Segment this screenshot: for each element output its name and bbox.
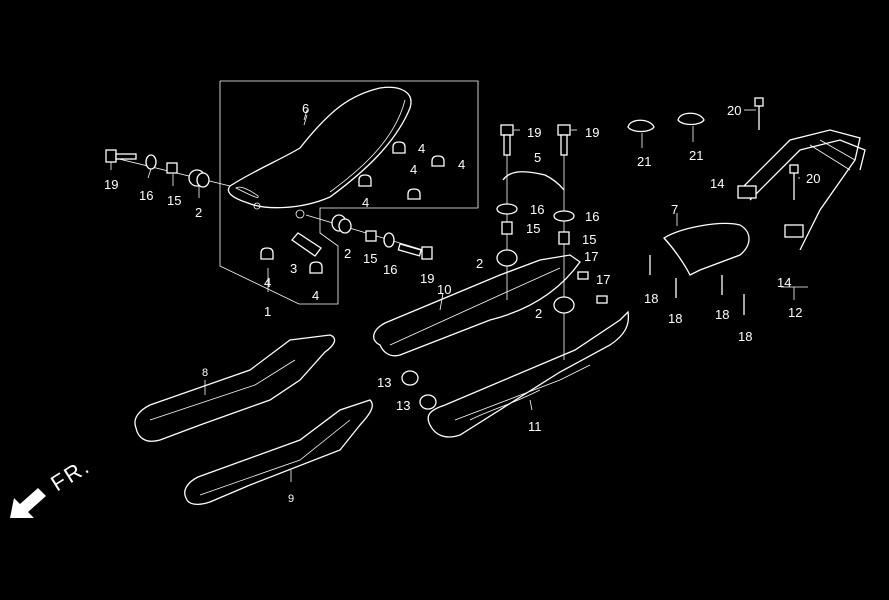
plate-part-3 [291, 232, 322, 257]
callout-16: 16 [530, 202, 545, 217]
callout-4: 4 [264, 275, 272, 290]
callout-21: 21 [689, 148, 704, 163]
frame-cover-part-8 [134, 334, 336, 442]
callout-20: 20 [727, 103, 742, 118]
ring-13a [401, 370, 419, 386]
callout-15: 15 [582, 232, 597, 247]
callout-18: 18 [738, 329, 753, 344]
rear-carrier-part-12 [737, 97, 866, 251]
callout-8: 8 [202, 367, 209, 379]
callout-1: 1 [264, 304, 272, 319]
callout-14: 14 [777, 275, 792, 290]
right-fastener-stack [305, 214, 433, 260]
callout-15: 15 [167, 193, 182, 208]
callout-20: 20 [806, 171, 821, 186]
center-fastener-stacks [496, 124, 608, 360]
callout-3: 3 [290, 261, 298, 276]
callout-5: 5 [534, 150, 542, 165]
callout-15: 15 [363, 251, 378, 266]
screws-part-18 [649, 255, 745, 315]
callout-13: 13 [396, 398, 411, 413]
callout-21: 21 [637, 154, 652, 169]
callout-4: 4 [410, 162, 418, 177]
callout-2: 2 [476, 256, 484, 271]
callout-4: 4 [312, 288, 320, 303]
side-cover-part-10 [373, 254, 581, 357]
callout-4: 4 [458, 157, 466, 172]
seat-assembly-bracket [219, 80, 479, 305]
frame-cover-part-9 [184, 399, 373, 505]
callout-2: 2 [535, 306, 543, 321]
callout-16: 16 [139, 188, 154, 203]
callout-9: 9 [288, 493, 295, 505]
ring-13b [419, 394, 437, 410]
callout-4: 4 [362, 195, 370, 210]
callout-2: 2 [195, 205, 203, 220]
callout-17: 17 [596, 272, 611, 287]
callout-18: 18 [715, 307, 730, 322]
seat-part-6 [227, 86, 412, 219]
callout-19: 19 [420, 271, 435, 286]
callout-19: 19 [585, 125, 600, 140]
callout-13: 13 [377, 375, 392, 390]
callout-6: 6 [302, 101, 310, 116]
arrow-down-left-icon [10, 488, 46, 518]
callout-16: 16 [383, 262, 398, 277]
callout-19: 19 [527, 125, 542, 140]
callout-19: 19 [104, 177, 119, 192]
callout-4: 4 [418, 141, 426, 156]
leader-lines [110, 109, 808, 482]
callout-7: 7 [671, 202, 679, 217]
callout-10: 10 [437, 282, 452, 297]
callout-18: 18 [644, 291, 659, 306]
callout-12: 12 [788, 305, 803, 320]
callout-18: 18 [668, 311, 683, 326]
callout-11: 11 [528, 419, 542, 434]
clip-21a [627, 119, 655, 133]
clip-21b [677, 112, 705, 126]
left-fastener-stack [105, 149, 231, 188]
callout-14: 14 [710, 176, 725, 191]
side-cover-part-11 [427, 310, 630, 438]
rubber-mounts-part-4 [260, 141, 445, 274]
callout-15: 15 [526, 221, 541, 236]
callout-16: 16 [585, 209, 600, 224]
rear-cowl-part-7 [662, 222, 750, 276]
callout-17: 17 [584, 249, 599, 264]
callout-2: 2 [344, 246, 352, 261]
